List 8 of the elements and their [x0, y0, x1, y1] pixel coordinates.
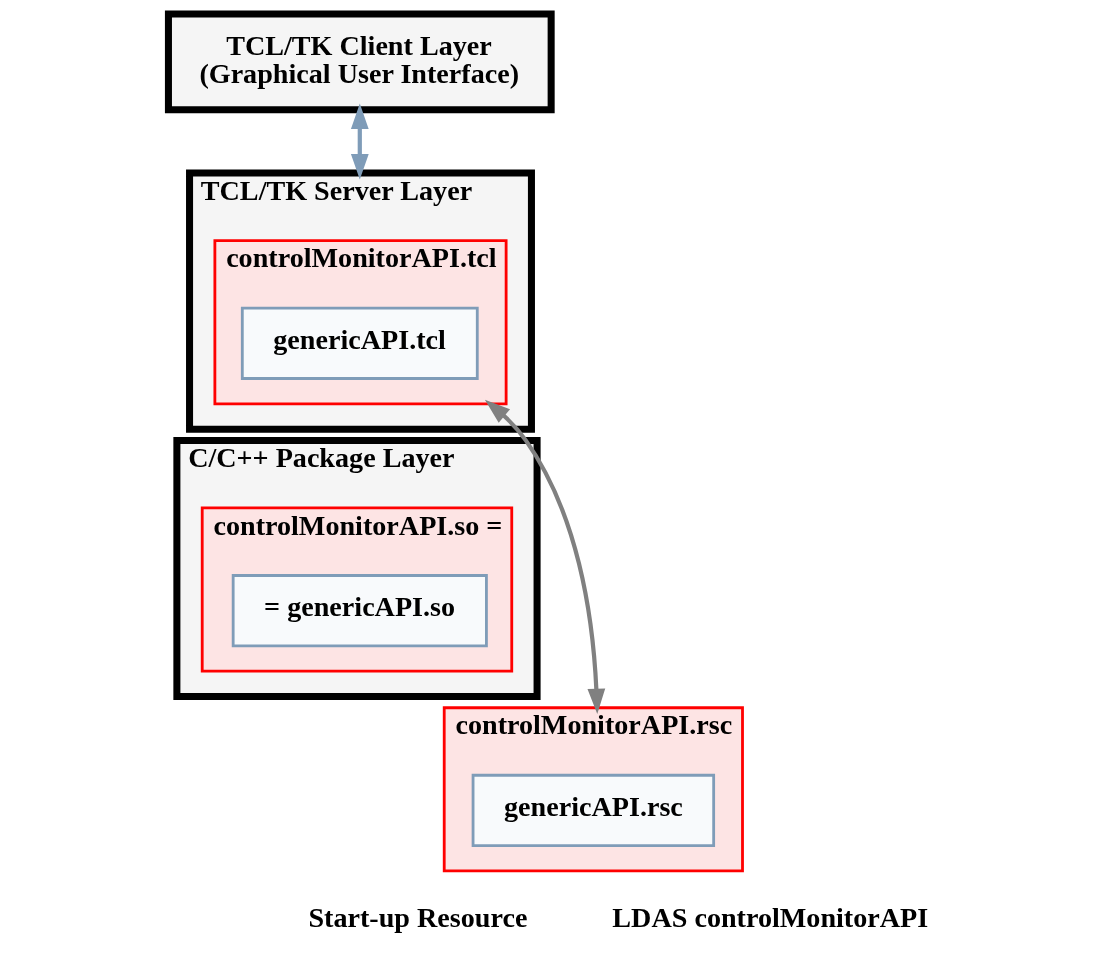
- node-box: genericAPI.tcl: [240, 306, 479, 380]
- label: LDAS controlMonitorAPI: [611, 902, 928, 934]
- arrow: [350, 103, 369, 180]
- arrow: [484, 399, 605, 715]
- node-box: TCL/TK Client Layer (Graphical User Interface): [164, 10, 555, 114]
- node-label: Start-up Resource: [307, 902, 527, 934]
- node-box: = genericAPI.so: [231, 574, 488, 648]
- node-box: genericAPI.rsc: [471, 773, 715, 848]
